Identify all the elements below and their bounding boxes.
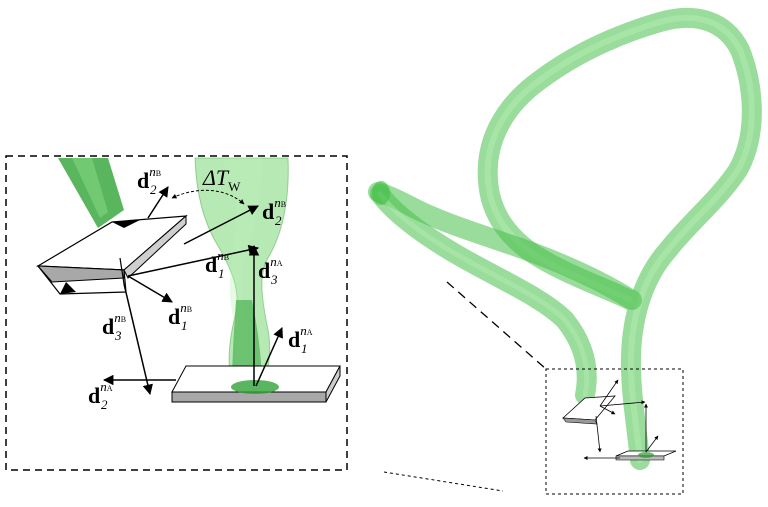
vec-d3-nb [123, 283, 153, 396]
tube-loop [368, 7, 762, 470]
vec-d1-na [255, 327, 283, 387]
tube-cap [372, 181, 390, 205]
vec-d1-nb-mid [127, 244, 260, 277]
vec-d2-nb-top [147, 186, 169, 219]
small-inset-frame [545, 368, 684, 495]
vec-d2-nb-right [183, 205, 259, 245]
vec-d1-nb-low [127, 275, 173, 303]
tube-loop-main [477, 7, 762, 470]
label-delta-tw: ΔTW [202, 165, 241, 194]
zoom-inset-content [35, 157, 341, 403]
small-inset-content [562, 379, 677, 461]
small-plate-b [562, 395, 616, 421]
tube-branch-lower [370, 184, 597, 405]
delta-tw-arc [171, 189, 245, 205]
connector-upper [446, 281, 547, 370]
zoom-inset-frame [5, 155, 348, 471]
connector-lower [383, 471, 504, 492]
tube-left-segment [58, 158, 124, 228]
